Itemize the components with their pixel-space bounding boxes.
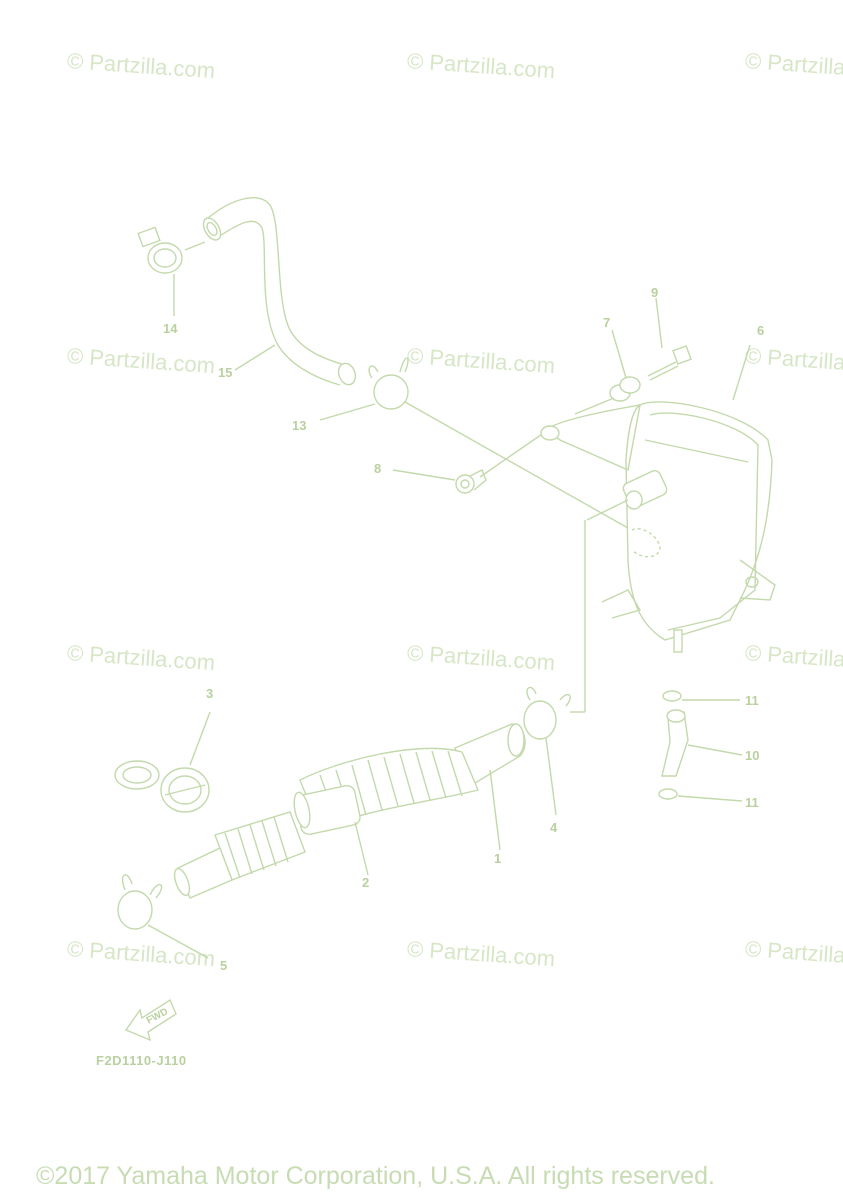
part-14-clamp — [137, 226, 206, 316]
part-1-intake-pipe — [454, 723, 526, 851]
part-6-case — [540, 344, 776, 653]
part-3-collar — [114, 711, 211, 813]
callout-15[interactable]: 15 — [218, 365, 233, 380]
callout-8[interactable]: 8 — [374, 461, 382, 476]
callout-5[interactable]: 5 — [220, 958, 228, 973]
part-11-clip-upper — [662, 690, 740, 702]
part-2-duct — [293, 747, 479, 876]
diagram-code: F2D1110-J110 — [96, 1053, 187, 1068]
callout-9[interactable]: 9 — [651, 285, 659, 300]
callout-11-lower[interactable]: 11 — [745, 795, 759, 810]
part-5-clip — [117, 874, 209, 959]
callout-10[interactable]: 10 — [745, 748, 760, 763]
part-11-clip-lower — [658, 788, 743, 802]
callout-4[interactable]: 4 — [550, 820, 558, 835]
callout-7[interactable]: 7 — [603, 315, 611, 330]
callout-3[interactable]: 3 — [206, 686, 214, 701]
part-4-clip — [523, 686, 571, 816]
callout-2[interactable]: 2 — [362, 875, 370, 890]
callout-1[interactable]: 1 — [494, 851, 502, 866]
lower-bellows — [173, 811, 306, 899]
part-10-hose — [661, 709, 743, 777]
fwd-arrow-icon — [124, 998, 177, 1042]
part-13-clip — [319, 357, 629, 529]
copyright-notice: ©2017 Yamaha Motor Corporation, U.S.A. A… — [36, 1162, 715, 1190]
callout-14[interactable]: 14 — [163, 321, 178, 336]
callout-13[interactable]: 13 — [292, 418, 307, 433]
callout-11-upper[interactable]: 11 — [745, 693, 759, 708]
part-7-damper — [574, 329, 641, 415]
part-8-grommet — [392, 429, 549, 494]
part-9-bolt — [647, 297, 692, 381]
callout-6[interactable]: 6 — [757, 323, 765, 338]
part-15-hose — [202, 197, 357, 386]
